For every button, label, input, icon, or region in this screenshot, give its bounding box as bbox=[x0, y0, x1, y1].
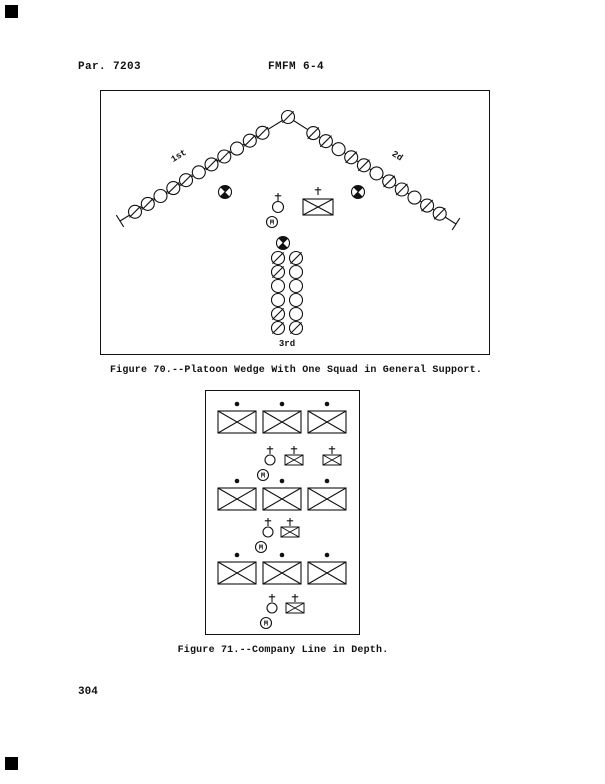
attached-unit-symbol-icon bbox=[322, 454, 342, 466]
unit-staff-icon bbox=[314, 186, 322, 196]
corpsman-label: M bbox=[259, 545, 263, 553]
leader-staff-icon bbox=[264, 517, 272, 527]
scan-corner-mark-top bbox=[5, 5, 18, 18]
platoon-line-row-2 bbox=[217, 478, 347, 511]
infantry-unit-symbol-icon bbox=[217, 561, 257, 585]
hq-unit-symbol-icon bbox=[285, 602, 305, 614]
squad-dot-icon bbox=[279, 401, 285, 407]
corpsman-label: M bbox=[264, 621, 268, 629]
document-reference: FMFM 6-4 bbox=[268, 61, 325, 73]
machinegun-symbol-left-icon bbox=[217, 184, 233, 200]
infantry-unit-symbol-icon bbox=[302, 198, 334, 216]
commander-icon bbox=[264, 454, 276, 466]
scan-corner-mark-bottom bbox=[5, 757, 18, 770]
squad-dot-icon bbox=[324, 478, 330, 484]
third-squad-column bbox=[270, 250, 304, 336]
corpsman-label: M bbox=[270, 220, 274, 228]
company-command-group-1: M bbox=[256, 445, 342, 482]
infantry-unit-symbol-icon bbox=[262, 410, 302, 434]
first-squad-label: 1st bbox=[169, 148, 188, 165]
squad-dot-icon bbox=[279, 478, 285, 484]
point-man-icon bbox=[280, 109, 296, 125]
commander-icon bbox=[262, 526, 274, 538]
figure-70-border bbox=[100, 90, 490, 355]
company-command-group-2: M bbox=[254, 517, 300, 554]
hq-unit-symbol-icon bbox=[280, 526, 300, 538]
infantry-unit-symbol-icon bbox=[217, 410, 257, 434]
platoon-command-group: M bbox=[265, 186, 334, 229]
leader-staff-icon bbox=[266, 445, 274, 455]
figure-70-diagram: 1st 2d M bbox=[100, 90, 490, 355]
squad-dot-icon bbox=[324, 401, 330, 407]
wedge-formation-lines bbox=[115, 116, 461, 231]
infantry-unit-symbol-icon bbox=[307, 410, 347, 434]
unit-staff-icon bbox=[328, 445, 336, 455]
figure-71-caption: Figure 71.--Company Line in Depth. bbox=[177, 645, 389, 656]
corpsman-label: M bbox=[261, 473, 265, 481]
unit-staff-icon bbox=[286, 517, 294, 527]
platoon-line-row-1 bbox=[217, 401, 347, 434]
infantry-unit-symbol-icon bbox=[307, 487, 347, 511]
figure-71-diagram: M M bbox=[205, 390, 360, 635]
figure-71-border bbox=[205, 390, 360, 635]
first-squad-left-wedge bbox=[127, 125, 270, 219]
figure-70-caption: Figure 70.--Platoon Wedge With One Squad… bbox=[109, 365, 483, 376]
second-squad-label: 2d bbox=[390, 149, 404, 163]
unit-staff-icon bbox=[290, 445, 298, 455]
paragraph-reference: Par. 7203 bbox=[78, 61, 142, 73]
page-number: 304 bbox=[78, 686, 98, 698]
platoon-leader-icon bbox=[271, 200, 285, 214]
squad-dot-icon bbox=[234, 478, 240, 484]
machinegun-symbol-right-icon bbox=[350, 184, 366, 200]
squad-dot-icon bbox=[234, 401, 240, 407]
company-command-group-3: M bbox=[259, 593, 305, 630]
squad-dot-icon bbox=[234, 552, 240, 558]
hq-unit-symbol-icon bbox=[284, 454, 304, 466]
leader-staff-icon bbox=[274, 192, 282, 202]
squad-dot-icon bbox=[324, 552, 330, 558]
commander-icon bbox=[266, 602, 278, 614]
machinegun-symbol-column-icon bbox=[275, 235, 291, 251]
infantry-unit-symbol-icon bbox=[262, 561, 302, 585]
platoon-line-row-3 bbox=[217, 552, 347, 585]
squad-dot-icon bbox=[279, 552, 285, 558]
third-squad-label: 3rd bbox=[279, 339, 295, 349]
leader-staff-icon bbox=[268, 593, 276, 603]
infantry-unit-symbol-icon bbox=[217, 487, 257, 511]
unit-staff-icon bbox=[291, 593, 299, 603]
infantry-unit-symbol-icon bbox=[307, 561, 347, 585]
infantry-unit-symbol-icon bbox=[262, 487, 302, 511]
